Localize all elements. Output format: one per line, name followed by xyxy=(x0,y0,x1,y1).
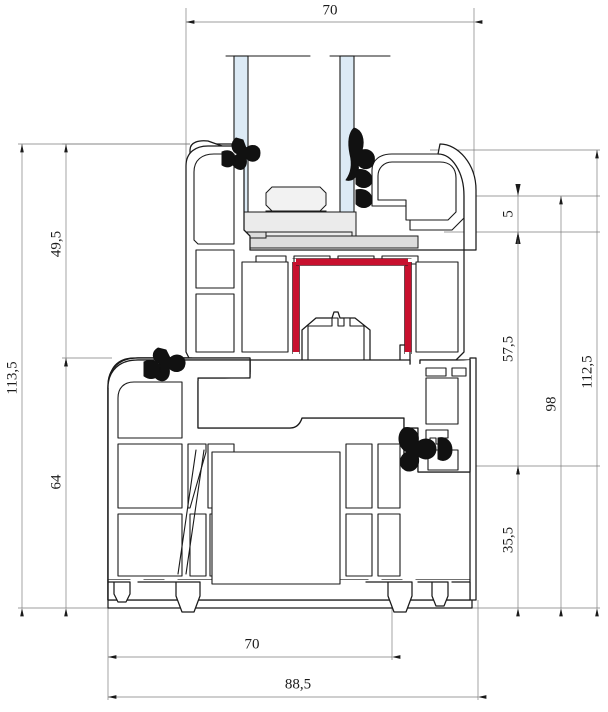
dimension-top-70: 70 xyxy=(186,2,483,24)
glazing-support-block xyxy=(237,211,419,249)
dimension-label: 70 xyxy=(245,636,260,652)
dimension-left-113-5: 113,5 xyxy=(4,144,24,617)
dimension-right-57-5: 57,5 xyxy=(500,232,520,475)
dimension-bottom-70: 70 xyxy=(108,636,401,659)
dimension-right-98: 98 xyxy=(543,196,563,617)
dimension-label: 112,5 xyxy=(579,355,595,388)
dimension-label: 113,5 xyxy=(4,361,20,394)
frame-seal-chamber xyxy=(211,451,341,585)
dimension-right-5: 5 xyxy=(500,184,521,244)
dimension-left-64: 64 xyxy=(48,358,68,617)
dimension-label: 5 xyxy=(500,210,516,218)
dimension-right-35-5: 35,5 xyxy=(500,466,520,617)
gasket-upper-right xyxy=(345,127,375,208)
dimension-bottom-88-5: 88,5 xyxy=(108,676,487,699)
dimension-label: 70 xyxy=(323,2,338,18)
gasket-middle-right xyxy=(398,427,453,472)
dimension-label: 98 xyxy=(543,397,559,412)
dimension-label: 35,5 xyxy=(500,527,516,553)
gasket-middle-left xyxy=(143,347,186,382)
dimension-right-112-5: 112,5 xyxy=(579,150,599,617)
dimension-label: 49,5 xyxy=(48,231,64,257)
sash-lower-detail xyxy=(241,261,459,361)
gasket-upper-left xyxy=(221,137,261,170)
dimension-label: 64 xyxy=(48,474,64,490)
dimension-label: 88,5 xyxy=(285,676,311,692)
dimension-left-49-5: 49,5 xyxy=(48,144,68,367)
dimension-label: 57,5 xyxy=(500,336,516,362)
centre-gasket-seal-upper xyxy=(292,258,412,354)
